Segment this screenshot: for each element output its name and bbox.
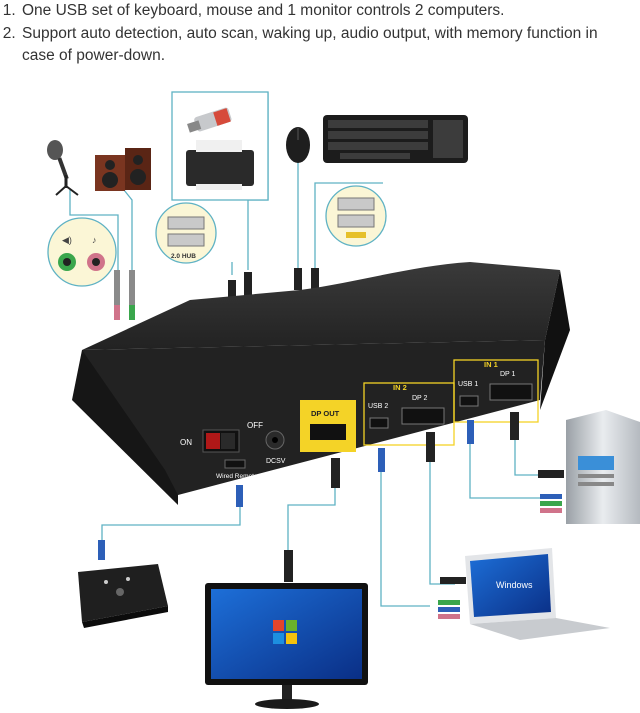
speaker-cable-line	[119, 184, 133, 270]
in1-label: IN 1	[484, 360, 498, 369]
bottom-cable-plugs	[98, 412, 519, 582]
device-right-side	[540, 270, 570, 410]
dp-out-label: DP OUT	[311, 409, 340, 418]
wired-remote-port: Wired Remote	[216, 459, 258, 480]
hub-label: 2.0 HUB	[171, 253, 196, 260]
dp2-label: DP 2	[412, 395, 428, 402]
wired-remote-device	[78, 564, 168, 628]
keyboard-mouse-usb-callout	[325, 185, 387, 247]
keyboard-cable-line	[314, 182, 383, 268]
input-2-ports: IN 2 USB 2 DP 2	[363, 382, 455, 446]
speakers-icon	[95, 148, 151, 191]
remote-cable-line	[101, 505, 241, 550]
input-1-ports: IN 1 USB 1 DP 1	[453, 359, 539, 423]
laptop-usb-line	[380, 470, 430, 607]
laptop-os-label: Windows	[496, 580, 533, 590]
on-label: ON	[180, 438, 192, 447]
keyboard-icon	[323, 115, 468, 163]
device-side	[72, 350, 178, 505]
feature-item-2: Support auto detection, auto scan, wakin…	[20, 23, 630, 67]
power-switch: ON OFF	[180, 421, 263, 453]
dc-power-port: DCSV	[265, 430, 286, 465]
monitor-cable-line	[287, 470, 336, 560]
tower-plugs	[538, 470, 564, 513]
desktop-tower-icon	[566, 410, 640, 524]
kvm-connection-diagram: ◀) ♪ 2.0 HUB	[47, 91, 640, 709]
top-cable-plugs	[114, 268, 319, 320]
device-top	[82, 262, 560, 350]
usb2-label: USB 2	[368, 403, 388, 410]
usb1-label: USB 1	[458, 381, 478, 388]
wired-remote-label: Wired Remote	[216, 473, 258, 480]
dcsv-label: DCSV	[266, 458, 286, 465]
off-label: OFF	[247, 421, 263, 430]
printer-usb-callout	[171, 91, 269, 201]
feature-item-1: One USB set of keyboard, mouse and 1 mon…	[20, 0, 630, 22]
svg-text:◀): ◀)	[62, 235, 72, 245]
kvm-switch-device: ON OFF DCSV Wired Remote DP OUT IN 2 USB…	[72, 262, 570, 505]
mouse-icon	[286, 127, 310, 163]
in2-label: IN 2	[393, 383, 407, 392]
usb-hub-callout: 2.0 HUB	[155, 202, 217, 264]
audio-ports-callout: ◀) ♪	[47, 217, 117, 287]
svg-text:♪: ♪	[92, 235, 97, 245]
mic-cable-line	[69, 190, 119, 270]
dp1-label: DP 1	[500, 371, 516, 378]
tower-usb-line	[469, 430, 540, 499]
dp-out-port: DP OUT	[300, 400, 356, 452]
tower-dp-line	[514, 432, 540, 476]
windows-logo-icon	[273, 620, 297, 644]
microphone-icon	[47, 140, 79, 196]
monitor-icon	[205, 583, 368, 709]
flash-drive-icon	[187, 107, 232, 133]
laptop-icon: Windows	[465, 548, 610, 640]
printer-icon	[186, 140, 254, 190]
laptop-plugs	[438, 577, 466, 619]
feature-list: One USB set of keyboard, mouse and 1 mon…	[0, 0, 630, 67]
